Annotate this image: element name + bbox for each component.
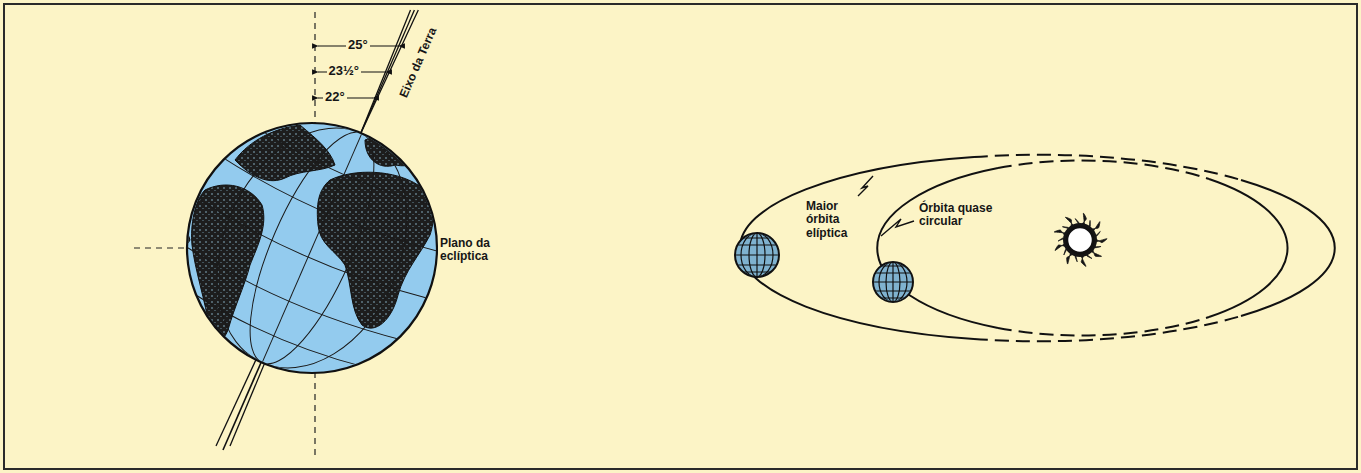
circular-orbit (1209, 179, 1288, 317)
circular-orbit (998, 160, 1209, 179)
plane-label: Plano da eclíptica (438, 237, 538, 264)
orbit-label: Maior órbita elíptica (804, 200, 872, 240)
circular-orbit (877, 168, 998, 328)
angle-label: 23½° (327, 64, 362, 79)
sun-corona (1063, 223, 1097, 257)
globe (140, 80, 479, 415)
earth-icon (734, 232, 780, 278)
elliptic-orbit (974, 316, 1241, 341)
orbit-label: Órbita quase circular (917, 202, 1039, 229)
globe-grid (145, 80, 478, 415)
reference-lines (134, 12, 443, 455)
circular-orbit (998, 317, 1209, 336)
earth-icon (872, 261, 914, 303)
angle-label: 22° (323, 90, 347, 105)
angle-label: 25° (346, 38, 370, 53)
sun (1054, 213, 1107, 266)
orbits (740, 155, 1335, 342)
continents (140, 125, 433, 341)
elliptic-orbit (974, 155, 1241, 180)
axis-label: Eixo da Terra (396, 23, 440, 101)
frame (4, 4, 1357, 469)
